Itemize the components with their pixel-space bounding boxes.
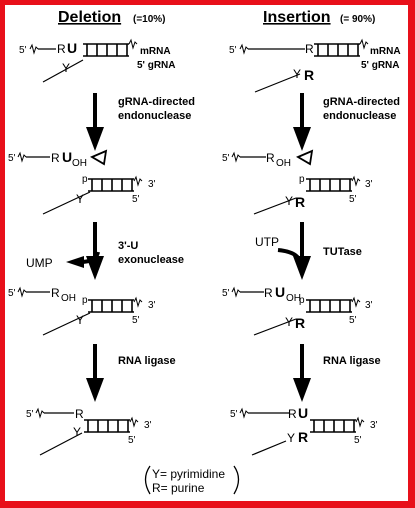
svg-text:5': 5' bbox=[349, 315, 357, 326]
svg-text:p: p bbox=[82, 174, 88, 185]
deletion-step-ligase: RNA ligase bbox=[118, 355, 176, 367]
svg-text:endonuclease: endonuclease bbox=[118, 110, 191, 122]
deletion-arrow-3 bbox=[86, 344, 104, 402]
ump-label: UMP bbox=[26, 256, 53, 270]
svg-text:3'-U: 3'-U bbox=[118, 240, 138, 252]
svg-text:5' gRNA: 5' gRNA bbox=[137, 60, 176, 71]
svg-text:R: R bbox=[266, 151, 275, 165]
svg-text:5': 5' bbox=[222, 288, 230, 299]
svg-text:R: R bbox=[51, 286, 60, 300]
deletion-arrow-2 bbox=[86, 222, 104, 280]
svg-text:gRNA-directed: gRNA-directed bbox=[118, 96, 195, 108]
svg-text:Y: Y bbox=[73, 425, 81, 439]
svg-text:Y: Y bbox=[76, 192, 84, 206]
insertion-step-endonuclease: gRNA-directed endonuclease bbox=[323, 96, 400, 122]
svg-text:OH: OH bbox=[72, 158, 87, 169]
svg-text:R: R bbox=[298, 429, 308, 445]
svg-text:5': 5' bbox=[128, 435, 136, 446]
svg-text:R: R bbox=[304, 67, 314, 83]
insertion-step-ligase: RNA ligase bbox=[323, 355, 381, 367]
svg-text:5': 5' bbox=[354, 435, 362, 446]
svg-text:R: R bbox=[75, 407, 84, 421]
insertion-arrow-3 bbox=[293, 344, 311, 402]
svg-text:mRNA: mRNA bbox=[370, 46, 401, 57]
svg-text:endonuclease: endonuclease bbox=[323, 110, 396, 122]
svg-text:Y: Y bbox=[287, 431, 295, 445]
svg-text:Y: Y bbox=[285, 194, 293, 208]
svg-text:Y: Y bbox=[285, 315, 293, 329]
deletion-step-exonuclease: 3'-U exonuclease bbox=[118, 240, 184, 266]
svg-text:U: U bbox=[275, 284, 285, 300]
svg-text:mRNA: mRNA bbox=[140, 46, 171, 57]
deletion-stage-1: 5' R U mRNA 5' gRNA Y bbox=[19, 39, 176, 83]
svg-text:R: R bbox=[295, 315, 305, 331]
deletion-step-endonuclease: gRNA-directed endonuclease bbox=[118, 96, 195, 122]
insertion-stage-4: 5' R U 3' 5' Y R bbox=[230, 405, 378, 456]
insertion-utp-curve: UTP bbox=[255, 235, 302, 263]
svg-text:U: U bbox=[67, 40, 77, 56]
svg-text:3': 3' bbox=[144, 420, 152, 431]
svg-text:3': 3' bbox=[365, 300, 373, 311]
deletion-stage-4: 5' R 3' 5' Y bbox=[26, 407, 152, 456]
svg-text:3': 3' bbox=[365, 179, 373, 190]
deletion-percent: (=10%) bbox=[133, 14, 166, 25]
svg-text:5': 5' bbox=[26, 409, 34, 420]
deletion-ump-curve: UMP bbox=[26, 251, 100, 270]
svg-text:3': 3' bbox=[370, 420, 378, 431]
legend-purine: R= purine bbox=[152, 481, 205, 495]
deletion-header: Deletion (=10%) bbox=[58, 9, 166, 26]
svg-text:5': 5' bbox=[8, 288, 16, 299]
svg-text:OH: OH bbox=[286, 293, 301, 304]
svg-text:R: R bbox=[305, 42, 314, 56]
svg-text:p: p bbox=[299, 174, 305, 185]
svg-text:5': 5' bbox=[222, 153, 230, 164]
svg-text:5': 5' bbox=[132, 194, 140, 205]
legend-pyrimidine: Y= pyrimidine bbox=[152, 467, 225, 481]
svg-text:R: R bbox=[295, 194, 305, 210]
insertion-arrow-2 bbox=[293, 222, 311, 280]
cut-site-triangle bbox=[296, 149, 314, 166]
svg-text:Y: Y bbox=[62, 61, 70, 75]
deletion-stage-2: 5' R U OH p 3' 5' Y bbox=[8, 149, 156, 215]
svg-text:3': 3' bbox=[148, 179, 156, 190]
svg-text:gRNA-directed: gRNA-directed bbox=[323, 96, 400, 108]
svg-text:OH: OH bbox=[61, 293, 76, 304]
insertion-percent: (= 90%) bbox=[340, 14, 375, 25]
svg-text:p: p bbox=[299, 295, 305, 306]
svg-text:R: R bbox=[57, 42, 66, 56]
svg-text:5': 5' bbox=[8, 153, 16, 164]
insertion-stage-3: 5' R U OH p 3' 5' Y R bbox=[222, 284, 373, 336]
svg-text:Y: Y bbox=[76, 313, 84, 327]
svg-text:R: R bbox=[51, 151, 60, 165]
deletion-stage-3: 5' R OH p 3' 5' Y bbox=[8, 286, 156, 336]
insertion-header: Insertion (= 90%) bbox=[263, 9, 375, 26]
insertion-title: Insertion bbox=[263, 9, 331, 26]
svg-text:5': 5' bbox=[349, 194, 357, 205]
svg-text:R: R bbox=[264, 286, 273, 300]
svg-text:U: U bbox=[298, 405, 308, 421]
svg-text:5': 5' bbox=[132, 315, 140, 326]
svg-text:Y: Y bbox=[293, 67, 301, 81]
svg-text:R: R bbox=[288, 407, 297, 421]
svg-text:exonuclease: exonuclease bbox=[118, 254, 184, 266]
svg-text:p: p bbox=[82, 295, 88, 306]
insertion-arrow-1 bbox=[293, 93, 311, 151]
svg-text:3': 3' bbox=[148, 300, 156, 311]
svg-text:5' gRNA: 5' gRNA bbox=[361, 60, 400, 71]
legend: Y= pyrimidine R= purine bbox=[144, 465, 240, 495]
svg-text:5': 5' bbox=[229, 45, 237, 56]
cut-site-triangle bbox=[90, 149, 108, 166]
svg-text:OH: OH bbox=[276, 158, 291, 169]
insertion-stage-2: 5' R OH p 3' 5' Y R bbox=[222, 149, 373, 215]
insertion-stage-1: 5' R mRNA 5' gRNA Y R bbox=[229, 39, 401, 93]
deletion-title: Deletion bbox=[58, 9, 121, 26]
svg-text:5': 5' bbox=[19, 45, 27, 56]
utp-label: UTP bbox=[255, 235, 279, 249]
svg-text:5': 5' bbox=[230, 409, 238, 420]
deletion-arrow-1 bbox=[86, 93, 104, 151]
insertion-step-tutase: TUTase bbox=[323, 246, 362, 258]
svg-text:U: U bbox=[62, 149, 72, 165]
